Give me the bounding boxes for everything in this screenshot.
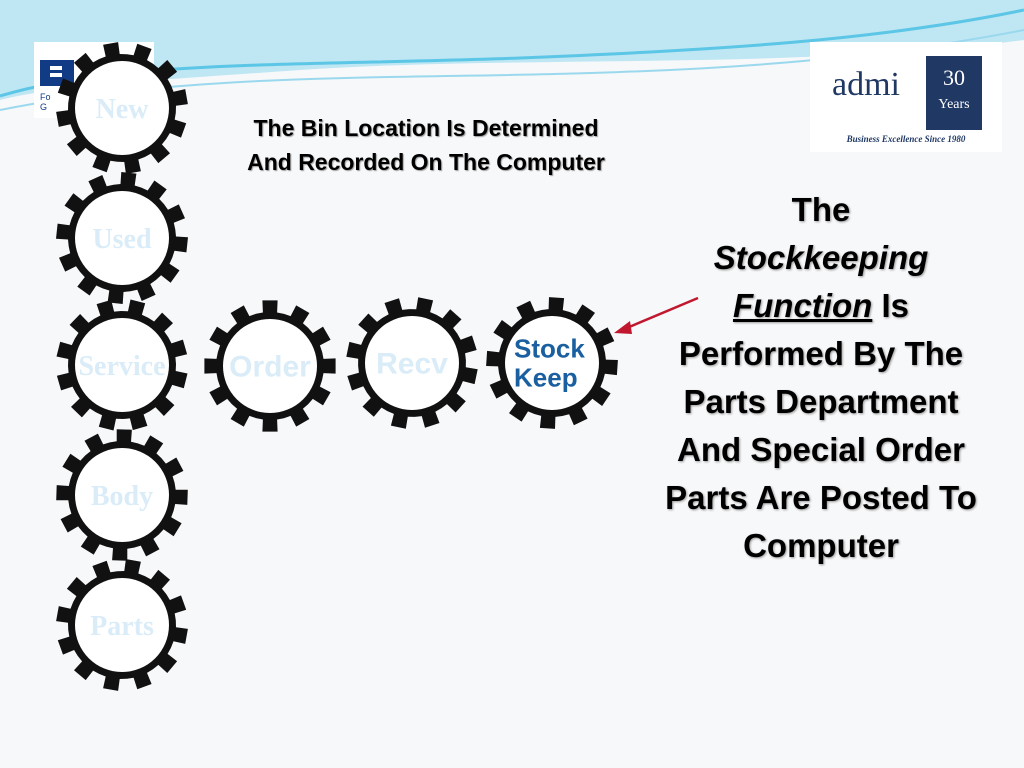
statement-body: Performed By The Parts Department And Sp… bbox=[665, 335, 977, 564]
bin-location-caption: The Bin Location Is Determined And Recor… bbox=[247, 115, 605, 175]
gear-service: Service bbox=[56, 299, 188, 431]
gear-used-face bbox=[75, 191, 169, 285]
admi-logo: admi 30 Years Business Excellence Since … bbox=[810, 42, 1002, 152]
is-word: Is bbox=[872, 287, 909, 324]
gear-body: Body bbox=[56, 429, 188, 561]
gear-order-label: Order bbox=[229, 351, 311, 384]
gear-body-face bbox=[75, 448, 169, 542]
admi-30: 30 bbox=[943, 65, 965, 90]
statement-line-stockkeeping: Stockkeeping bbox=[713, 239, 929, 276]
admi-tagline: Business Excellence Since 1980 bbox=[846, 134, 966, 144]
gear-body-label: Body bbox=[91, 481, 153, 512]
gear-service-label: Service bbox=[78, 351, 165, 382]
admi-years: Years bbox=[938, 97, 970, 112]
gear-stockkeep-face bbox=[505, 316, 599, 410]
gear-order: Order bbox=[204, 300, 336, 432]
pointer-arrow bbox=[621, 296, 699, 332]
gear-recv-label: Recv bbox=[376, 348, 448, 381]
statement-line-function: Function Is bbox=[660, 282, 982, 330]
gear-service-face bbox=[75, 318, 169, 412]
gear-parts-label: Parts bbox=[90, 611, 154, 642]
gear-used-label: Used bbox=[92, 224, 152, 255]
stockkeeping-statement: The Stockkeeping Function Is Performed B… bbox=[660, 186, 982, 570]
gear-new: New bbox=[56, 42, 188, 174]
wave-band bbox=[0, 0, 1024, 100]
gear-new-face bbox=[75, 61, 169, 155]
gear-parts-face bbox=[75, 578, 169, 672]
function-word: Function bbox=[732, 287, 873, 324]
admi-wordmark: admi bbox=[832, 66, 900, 103]
statement-line-the: The bbox=[791, 191, 851, 228]
gear-recv-face bbox=[365, 316, 459, 410]
gear-new-label: New bbox=[96, 94, 150, 125]
gear-used: Used bbox=[56, 172, 188, 304]
gear-parts: Parts bbox=[56, 559, 188, 691]
arrowhead-icon bbox=[614, 321, 632, 334]
admi-30-years-badge: 30 Years bbox=[926, 56, 982, 130]
gear-recv: Recv bbox=[346, 297, 478, 429]
gear-order-face bbox=[223, 319, 317, 413]
ford-logo-text: Fo G bbox=[40, 92, 51, 112]
